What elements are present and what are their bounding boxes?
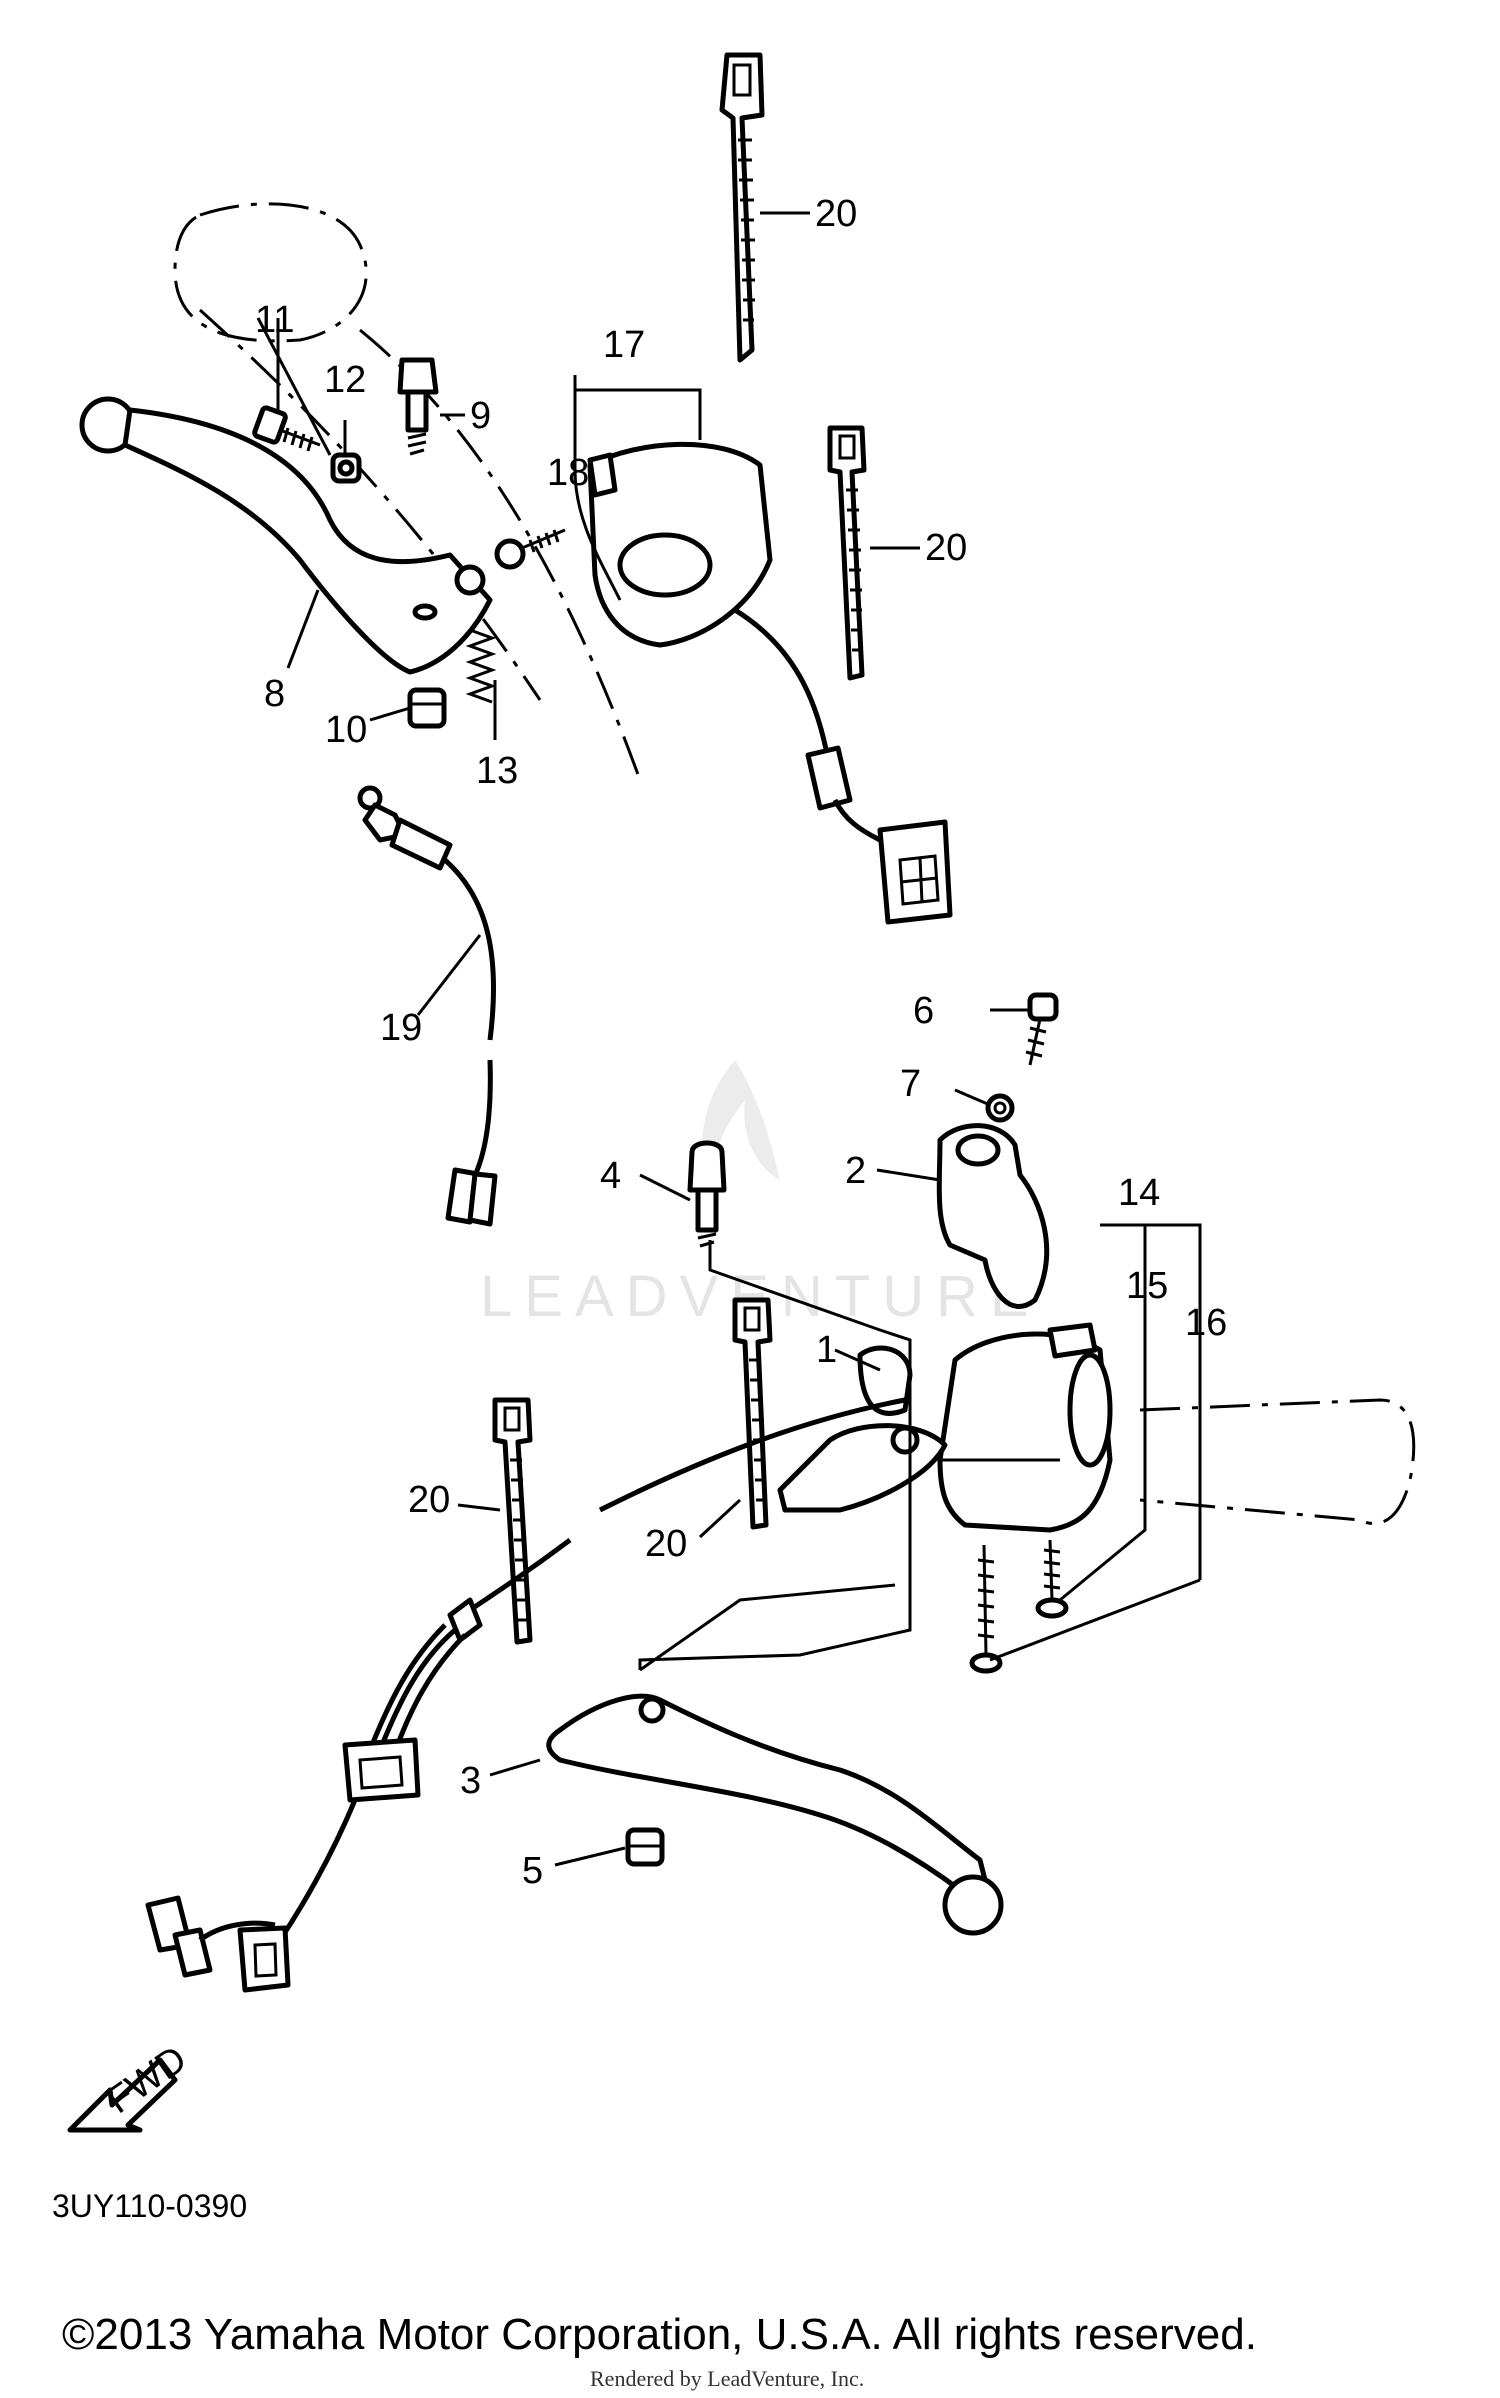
screw-part-6[interactable] (1025, 992, 1059, 1066)
callout-15: 15 (1126, 1265, 1168, 1307)
callout-18: 18 (547, 452, 589, 494)
cable-tie-part-20-upper-right[interactable] (827, 425, 867, 681)
callout-16: 16 (1185, 1302, 1227, 1344)
callout-12: 12 (324, 359, 366, 401)
callout-1: 1 (816, 1329, 837, 1371)
cable-tie-part-20-lower-mid[interactable] (732, 1297, 773, 1530)
screw-part-15[interactable] (1035, 1539, 1069, 1619)
callout-13: 13 (476, 750, 518, 792)
brake-switch-part-19[interactable] (357, 785, 498, 1227)
left-grip-outline (173, 202, 368, 343)
rendered-by-notice: Rendered by LeadVenture, Inc. (590, 2366, 865, 2391)
right-grip-outline (1139, 1398, 1416, 1526)
leader-lines (256, 211, 1202, 1867)
callout-7: 7 (900, 1063, 921, 1105)
bolt-part-9[interactable] (397, 357, 439, 456)
cable-tie-part-20-lower-left[interactable] (492, 1397, 533, 1645)
brake-lever-part-3[interactable] (546, 1693, 1004, 1936)
switch-assembly-part-17[interactable] (587, 441, 953, 925)
callout-6: 6 (913, 990, 934, 1032)
master-cylinder-part-14[interactable] (937, 1322, 1113, 1533)
nut-part-10[interactable] (407, 687, 447, 729)
nut-part-5[interactable] (625, 1827, 665, 1867)
callout-17: 17 (603, 324, 645, 366)
bolt-part-4[interactable] (687, 1140, 727, 1248)
callout-10: 10 (325, 709, 367, 751)
clutch-lever-part-8[interactable] (79, 396, 493, 675)
copyright-notice: ©2013 Yamaha Motor Corporation, U.S.A. A… (62, 2310, 1257, 2359)
nut-part-12[interactable] (330, 452, 362, 484)
callout-19: 19 (380, 1007, 422, 1049)
callout-9: 9 (470, 395, 491, 437)
callout-2: 2 (845, 1150, 866, 1192)
spring-part-13[interactable] (465, 628, 497, 704)
clamp-part-2[interactable] (936, 1123, 1050, 1309)
callout-11: 11 (255, 299, 294, 341)
callout-20: 20 (408, 1479, 450, 1521)
callout-4: 4 (600, 1155, 621, 1197)
callout-20: 20 (645, 1523, 687, 1565)
cable-tie-part-20-top[interactable] (719, 52, 765, 363)
callout-5: 5 (522, 1850, 543, 1892)
callout-20: 20 (925, 527, 967, 569)
screw-part-18[interactable] (494, 528, 566, 570)
handlebar-centerline-upper-2 (198, 308, 542, 701)
diagram-code: 3UY110-0390 (52, 2188, 248, 2224)
cover-part-1[interactable] (777, 1345, 948, 1513)
callout-8: 8 (264, 673, 285, 715)
callout-14: 14 (1118, 1172, 1160, 1214)
callout-labels: 20 17 18 11 12 9 20 8 10 13 19 6 7 4 2 1… (255, 193, 1227, 1892)
washer-part-7[interactable] (985, 1093, 1015, 1123)
bolt-part-11[interactable] (252, 405, 321, 452)
fwd-arrow-icon: FWD (67, 2038, 194, 2133)
callout-3: 3 (460, 1760, 481, 1802)
callout-20: 20 (815, 193, 857, 235)
wire-harness-lower[interactable] (145, 1397, 906, 1993)
screw-part-16[interactable] (969, 1544, 1003, 1674)
handlebar-centerline-upper (359, 328, 642, 781)
